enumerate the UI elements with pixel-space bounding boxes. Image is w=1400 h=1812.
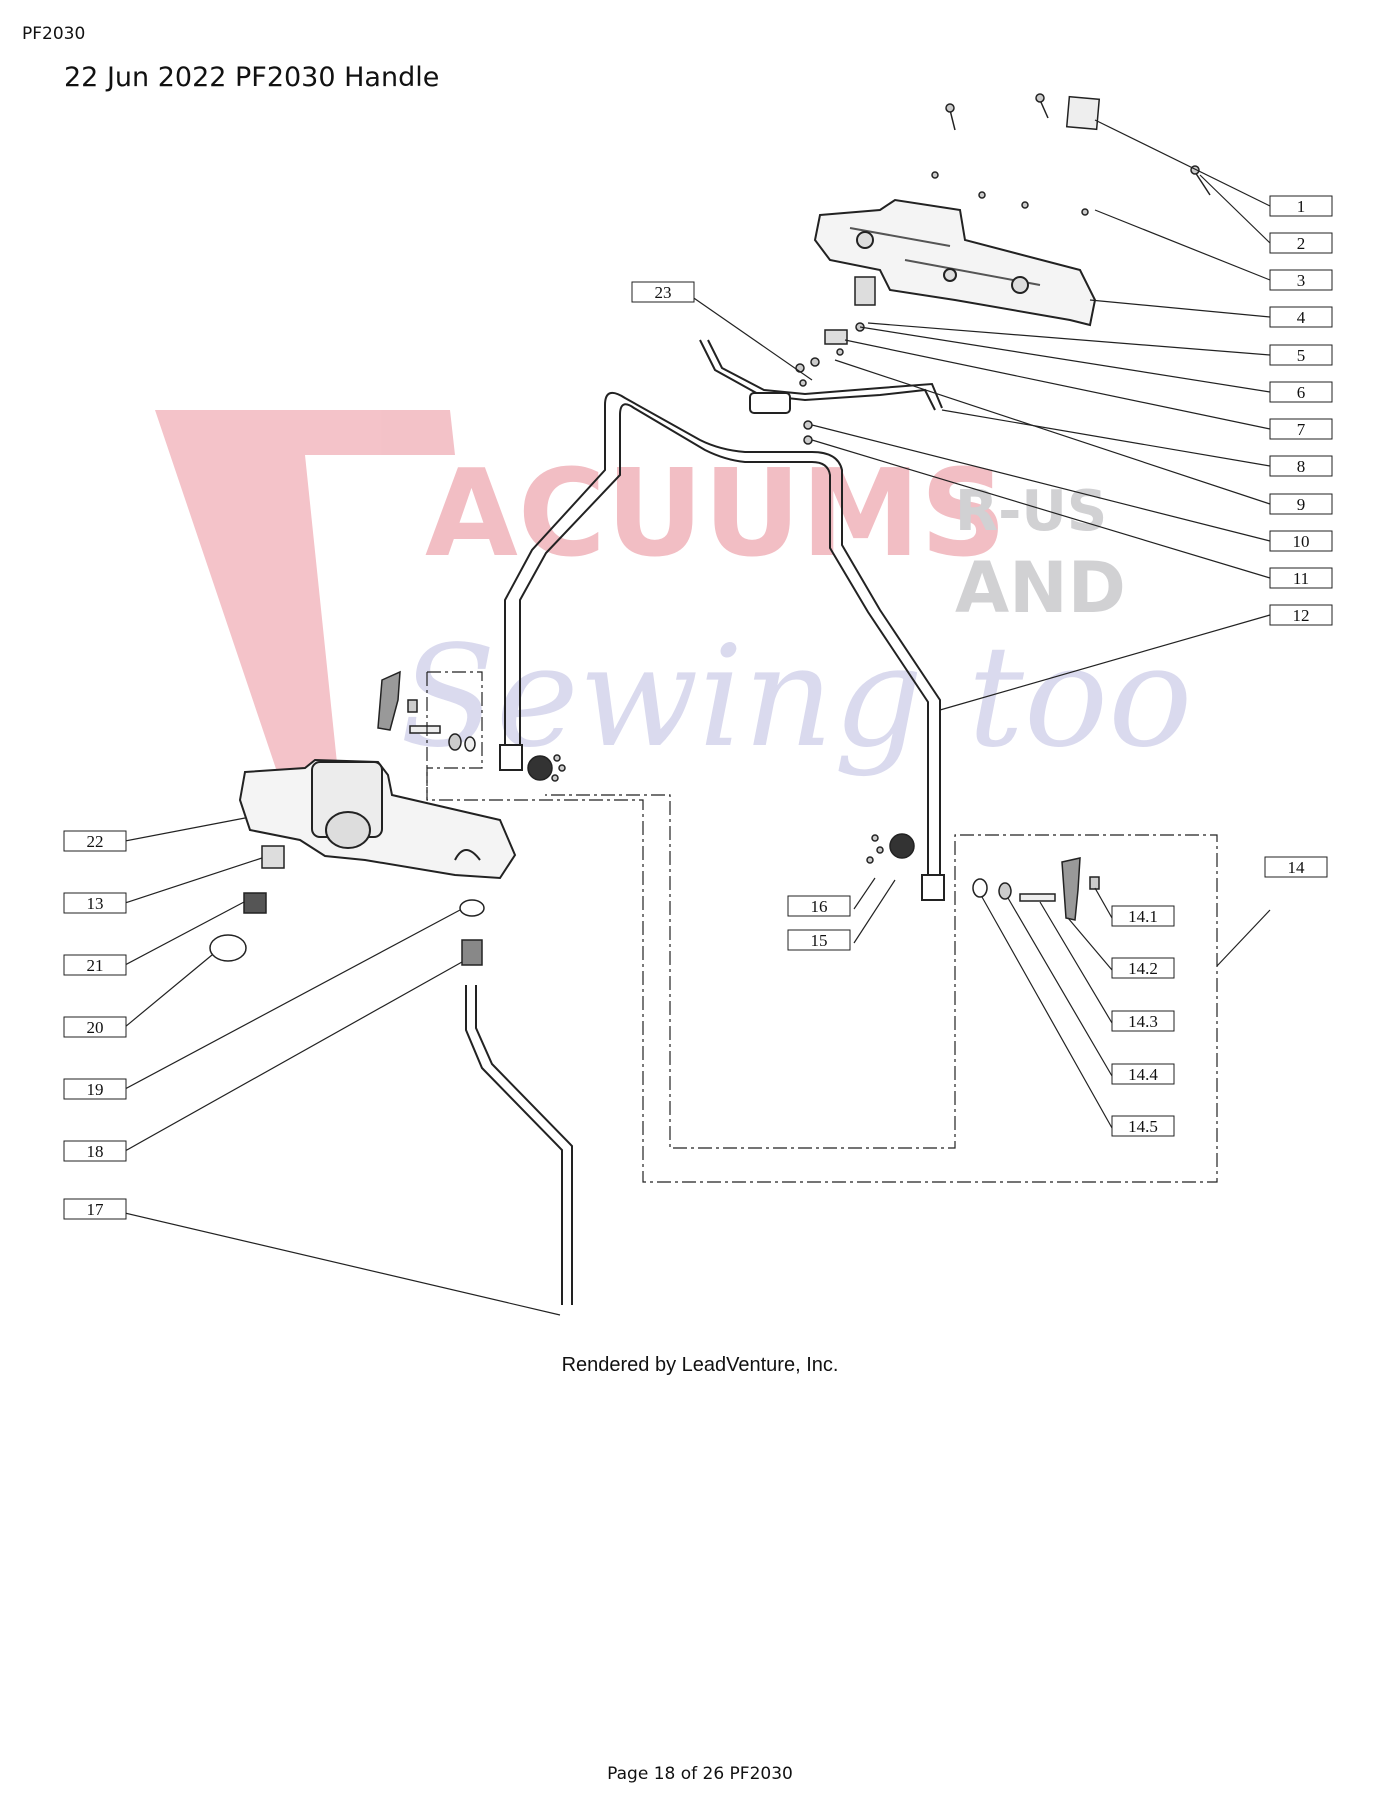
callout-14-2: 14.2	[1111, 957, 1175, 979]
callout-14-1: 14.1	[1111, 905, 1175, 927]
callout-14-4: 14.4	[1111, 1063, 1175, 1085]
right-lever-assembly	[972, 857, 1100, 921]
callout-22-text: 22	[87, 832, 104, 851]
callout-14-4-text: 14.4	[1128, 1065, 1158, 1084]
control-rod	[699, 339, 943, 414]
watermark-line3: AND	[955, 547, 1126, 629]
callout-14-3-text: 14.3	[1128, 1012, 1158, 1031]
leader-lines	[124, 119, 1271, 1316]
callout-8-text: 8	[1297, 457, 1306, 476]
callout-16-text: 16	[811, 897, 828, 916]
callout-9-text: 9	[1297, 495, 1306, 514]
left-lever-assembly	[377, 670, 566, 782]
callout-22: 22	[63, 830, 127, 852]
watermark: ACUUMS R-US AND Sewing too	[155, 410, 1193, 840]
lower-console	[238, 758, 517, 880]
callout-4: 4	[1269, 306, 1333, 328]
callout-12-text: 12	[1293, 606, 1310, 625]
callout-2-text: 2	[1297, 234, 1306, 253]
callout-7-text: 7	[1297, 420, 1306, 439]
top-console-cover	[813, 198, 1097, 327]
callout-13: 13	[63, 892, 127, 914]
callout-14-3: 14.3	[1111, 1010, 1175, 1032]
watermark-v-shape	[155, 410, 455, 840]
callout-20-text: 20	[87, 1018, 104, 1037]
watermark-line2: R-US	[955, 479, 1107, 544]
upper-handle-frame	[499, 391, 945, 901]
callout-2: 2	[1269, 232, 1333, 254]
callout-5-text: 5	[1297, 346, 1306, 365]
callout-15: 15	[787, 929, 851, 951]
callout-12: 12	[1269, 604, 1333, 626]
callout-4-text: 4	[1297, 308, 1306, 327]
callout-19: 19	[63, 1078, 127, 1100]
callout-13-text: 13	[87, 894, 104, 913]
header-code: PF2030	[22, 24, 86, 44]
callout-23-text: 23	[655, 283, 672, 302]
callout-16: 16	[787, 895, 851, 917]
callout-17-text: 17	[87, 1200, 105, 1219]
callout-20: 20	[63, 1016, 127, 1038]
right-gear-parts	[866, 833, 915, 864]
lower-small-parts	[209, 845, 485, 966]
callout-17: 17	[63, 1198, 127, 1220]
callout-9: 9	[1269, 493, 1333, 515]
callout-7: 7	[1269, 418, 1333, 440]
callout-18-text: 18	[87, 1142, 104, 1161]
watermark-line1: ACUUMS	[425, 445, 1007, 584]
callout-11: 11	[1269, 567, 1333, 589]
callout-10-text: 10	[1293, 532, 1310, 551]
callout-23: 23	[631, 281, 695, 303]
callout-14-1-text: 14.1	[1128, 907, 1158, 926]
page-title: 22 Jun 2022 PF2030 Handle	[64, 62, 440, 93]
callout-6-text: 6	[1297, 383, 1306, 402]
callout-19-text: 19	[87, 1080, 104, 1099]
callout-1-text: 1	[1297, 197, 1306, 216]
callout-14-5-text: 14.5	[1128, 1117, 1158, 1136]
callout-6: 6	[1269, 381, 1333, 403]
render-credit: Rendered by LeadVenture, Inc.	[562, 1354, 839, 1376]
callout-5: 5	[1269, 344, 1333, 366]
callout-15-text: 15	[811, 931, 828, 950]
callout-14-text: 14	[1288, 858, 1306, 877]
callout-11-text: 11	[1293, 569, 1309, 588]
callout-14: 14	[1264, 856, 1328, 878]
lower-rod	[465, 985, 573, 1305]
group-boxes	[426, 671, 1218, 1183]
callout-14-5: 14.5	[1111, 1115, 1175, 1137]
watermark-line4: Sewing too	[400, 616, 1193, 779]
callout-21-text: 21	[87, 956, 104, 975]
callout-10: 10	[1269, 530, 1333, 552]
callout-labels: 1 2 3 4 5 6 7 8 9 10 11 12 23 22 13 21 2…	[63, 195, 1333, 1220]
callout-3-text: 3	[1297, 271, 1306, 290]
callout-21: 21	[63, 954, 127, 976]
callout-14-2-text: 14.2	[1128, 959, 1158, 978]
page-footer: Page 18 of 26 PF2030	[607, 1764, 793, 1784]
callout-3: 3	[1269, 269, 1333, 291]
callout-1: 1	[1269, 195, 1333, 217]
callout-18: 18	[63, 1140, 127, 1162]
callout-8: 8	[1269, 455, 1333, 477]
